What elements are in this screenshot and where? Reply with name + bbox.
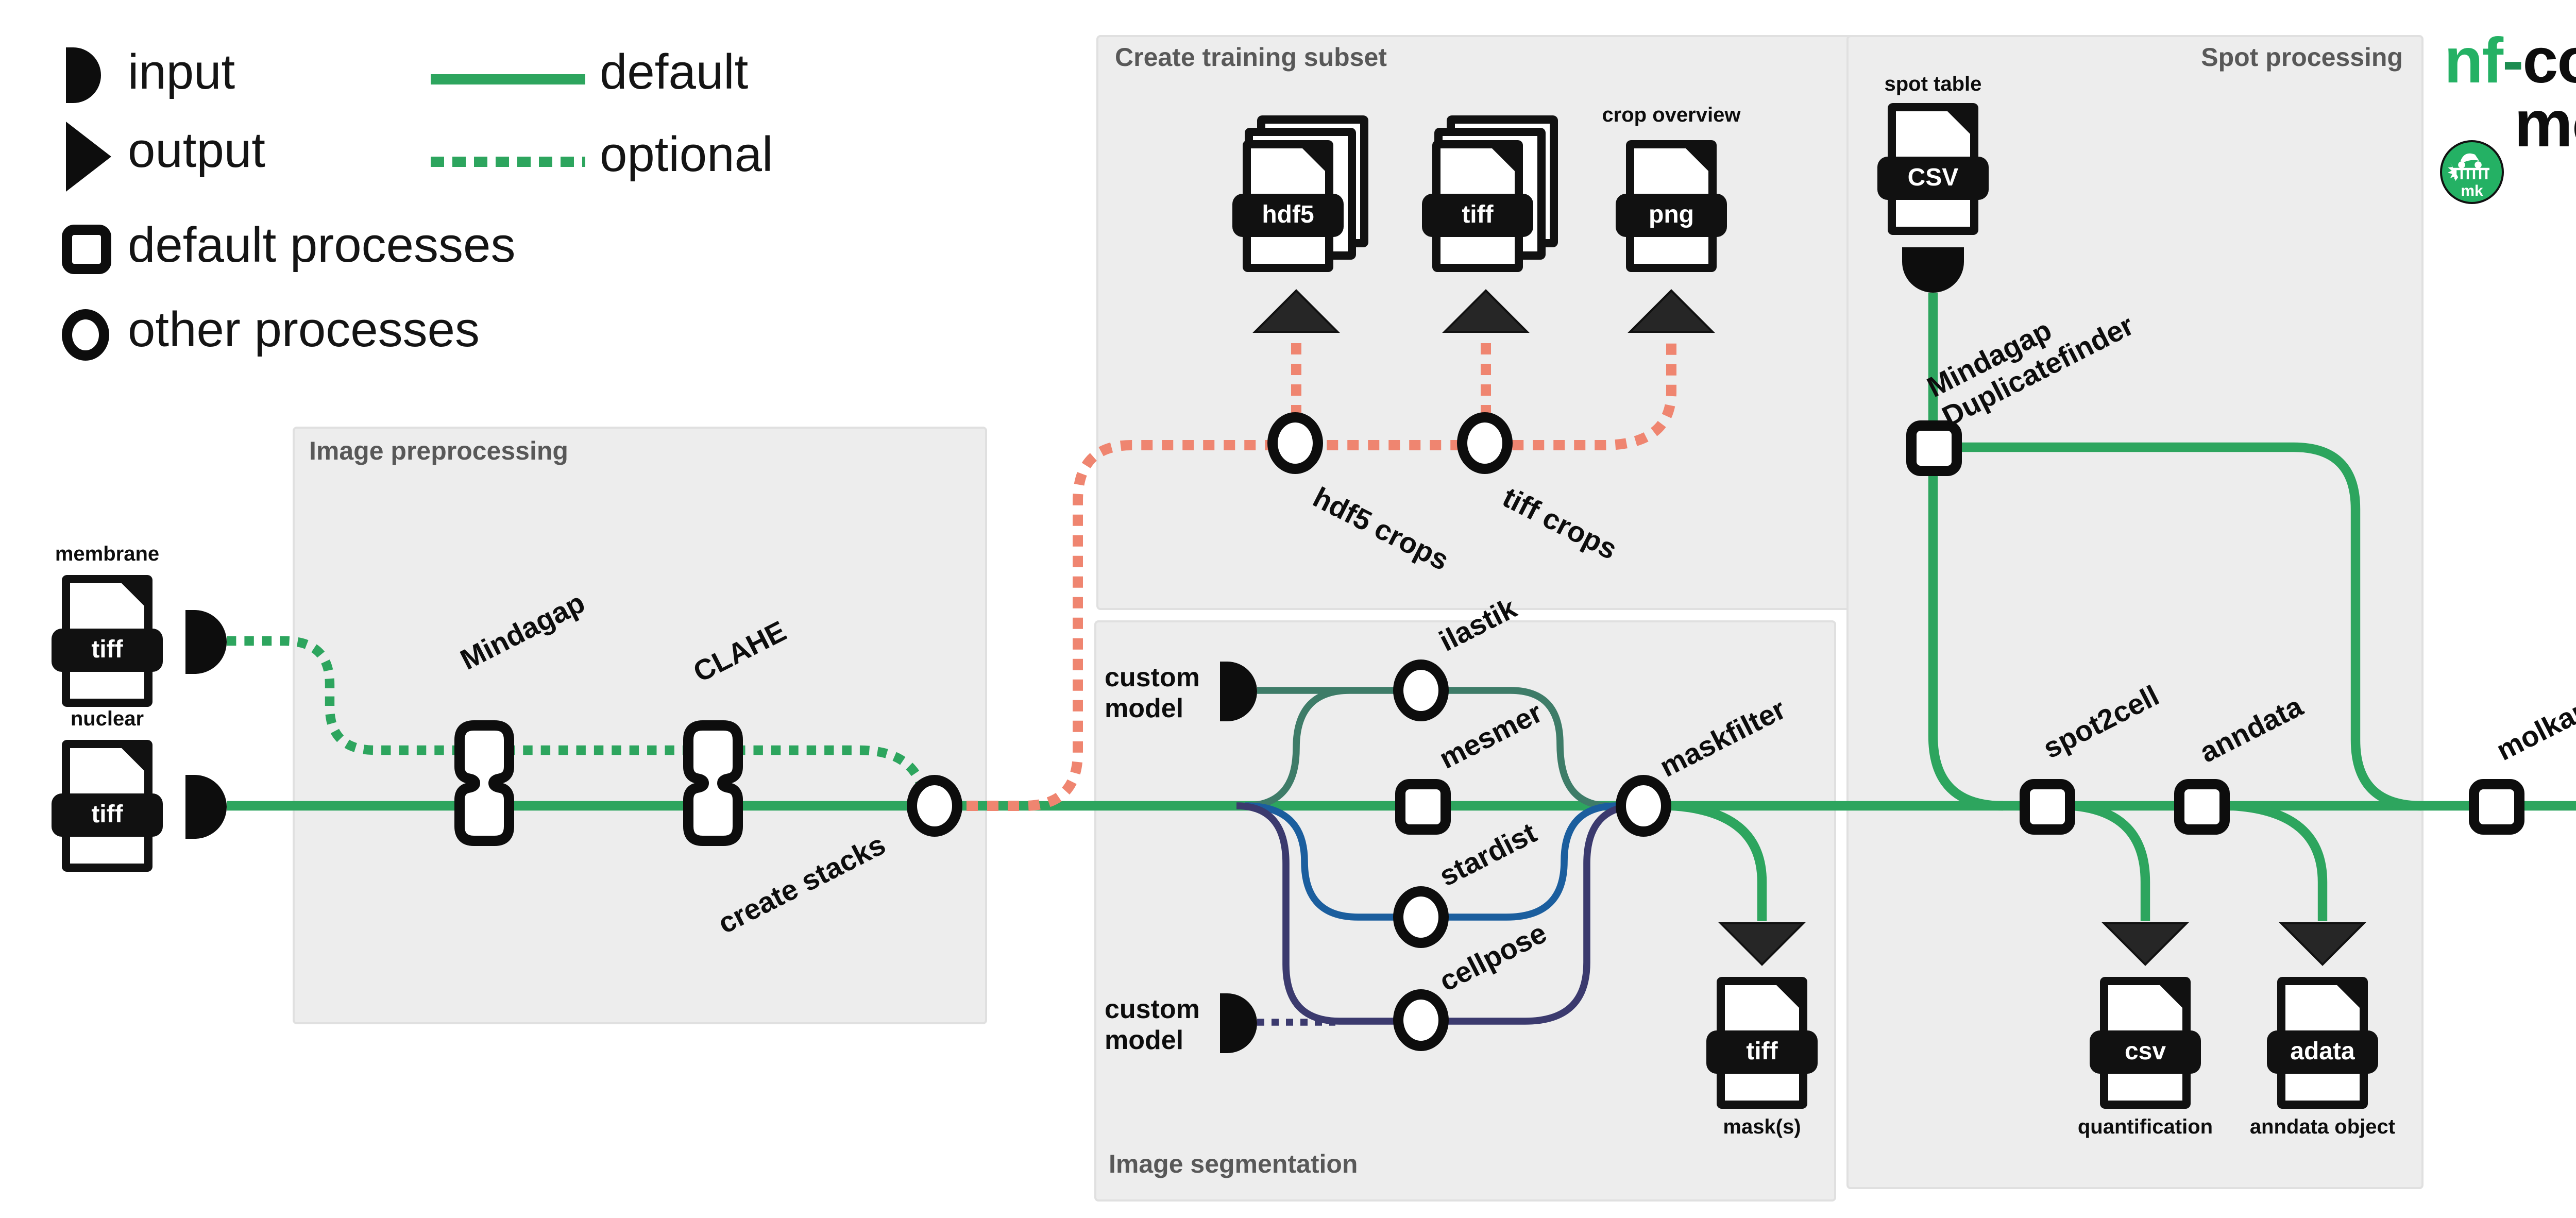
process-maskfilter [1616,775,1671,837]
membrane-tiff-file-icon: tiff [52,575,163,707]
membrane-caption: membrane [55,544,160,567]
legend-input-icon [66,47,101,103]
tiff-crops-file-stack-icon: tiff [1422,115,1558,272]
membrane-file-band: tiff [52,629,163,672]
legend-output-label: output [128,124,265,179]
process-spot2cell [2019,778,2074,834]
process-anndata [2173,778,2229,834]
box-image-preprocessing [293,427,987,1024]
process-molkartqc [2468,778,2523,834]
tiff-crops-file-band: tiff [1422,194,1533,237]
legend-default-processes-label: default processes [128,218,516,274]
membrane-input-icon [185,610,227,674]
quantification-csv-file-icon: csv [2090,977,2201,1109]
anndata-object-file-band: adata [2267,1030,2378,1074]
nuclear-file-band: tiff [52,793,163,837]
process-stardist [1393,886,1449,948]
process-cellpose [1393,989,1449,1051]
molkart-logo-text: molkart [2514,87,2576,163]
anndata-object-caption: anndata object [2249,1117,2396,1140]
legend-default-label: default [600,45,749,101]
legend-input-label: input [128,45,235,101]
process-ilastik [1393,659,1449,721]
title-spot-processing: Spot processing [2201,43,2403,72]
logo-core: core/ [2522,25,2576,97]
legend-other-process-icon [62,309,109,361]
process-create-stacks [907,775,962,837]
masks-file-band: tiff [1706,1030,1818,1074]
logo-molkart: molkart [2514,87,2576,161]
masks-caption: mask(s) [1723,1117,1801,1140]
custom-model-top-label: custom model [1105,662,1200,723]
title-image-preprocessing: Image preprocessing [309,437,568,466]
process-clahe [683,720,743,846]
legend-default-process-icon [62,225,111,274]
legend-other-processes-label: other processes [128,303,480,359]
crop-overview-caption: crop overview [1602,105,1741,128]
quantification-caption: quantification [2077,1117,2213,1140]
legend-optional-label: optional [600,128,773,183]
hdf5-crops-file-stack-icon: hdf5 [1232,115,1368,272]
legend-default-line [431,74,585,84]
title-image-segmentation: Image segmentation [1109,1150,1358,1179]
masks-tiff-file-icon: tiff [1706,977,1818,1109]
png-file-band: png [1616,194,1727,237]
process-hdf5-crops [1267,412,1323,474]
process-tiff-crops [1457,412,1513,474]
logo-hyphen: - [2502,25,2523,97]
quantification-file-band: csv [2090,1030,2201,1074]
custom-model-bottom-label: custom model [1105,993,1200,1055]
nuclear-input-icon [185,775,227,839]
nuclear-caption: nuclear [70,709,144,732]
anndata-object-adata-file-icon: adata [2267,977,2378,1109]
png-file-icon: png [1616,140,1727,272]
legend-output-icon [66,122,111,192]
nuclear-tiff-file-icon: tiff [52,740,163,872]
process-mindagap [454,720,514,846]
box-image-segmentation [1094,620,1836,1202]
hdf5-file-band: hdf5 [1232,194,1344,237]
spot-table-file-band: CSV [1877,157,1989,200]
molkart-badge-icon: mk [2440,140,2504,204]
spot-table-caption: spot table [1884,74,1982,97]
badge-mk-label: mk [2461,181,2483,200]
legend-optional-line [431,157,585,166]
molkartqc-label: molkartqc [2490,674,2576,767]
nf-core-logo-text: nf-core/ [2444,25,2576,99]
process-mesmer [1394,778,1450,834]
title-create-training-subset: Create training subset [1115,43,1387,72]
spot-table-csv-file-icon: CSV [1877,103,1989,235]
process-mindagap-duplicatefinder [1905,419,1961,475]
logo-nf: nf [2444,25,2503,97]
